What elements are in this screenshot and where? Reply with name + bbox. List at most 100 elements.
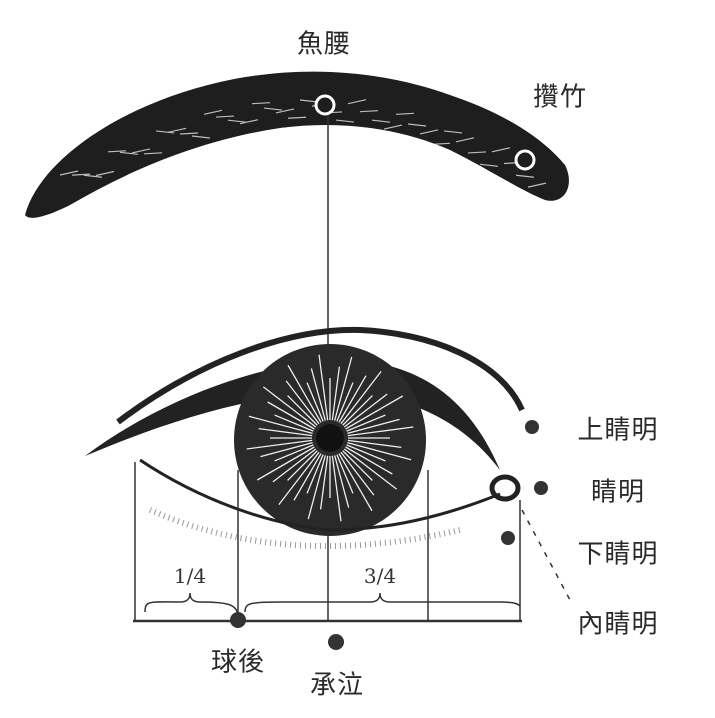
iris-ray [262, 386, 317, 428]
brow-hair [251, 102, 271, 105]
quarter-brace [144, 592, 239, 616]
iris-ray [246, 439, 313, 450]
label-jingming: 睛明 [590, 477, 646, 508]
brow-hair [467, 151, 487, 154]
iris-ray [342, 450, 373, 481]
yuyao-point [314, 94, 336, 116]
iris-ray [342, 395, 373, 426]
brow-hair [191, 135, 211, 139]
brow-hair [95, 170, 115, 177]
iris-ray [336, 382, 354, 422]
brow-hair [59, 170, 79, 176]
label-zanzhu: 攢竹 [532, 82, 588, 113]
brow-hair [455, 137, 475, 143]
brow-hair [347, 99, 367, 105]
brow-hair [527, 182, 547, 188]
brow-hair [239, 119, 259, 125]
iris-ray [278, 451, 320, 506]
iris-ray [334, 455, 350, 508]
iris-ray [272, 448, 317, 483]
iris-ray [267, 401, 315, 430]
iris-ray [338, 375, 367, 423]
brow-hair [299, 99, 319, 103]
brow-hair [479, 163, 499, 167]
brow-hair [431, 142, 451, 145]
brow-hair [359, 110, 379, 113]
brow-hair [155, 130, 175, 134]
brow-hair [407, 123, 427, 127]
iris-ray [346, 444, 386, 462]
iris-ray [287, 395, 318, 426]
iris-ray [319, 455, 329, 510]
iris-ray [293, 453, 322, 501]
iris-ray [331, 366, 341, 421]
iris-ray [306, 382, 324, 422]
iris-ray [274, 414, 314, 432]
label-xia-jingming: 下睛明 [577, 539, 659, 570]
iris-ray [338, 453, 373, 512]
lower-eyelid [139, 458, 501, 532]
brow-hair [263, 107, 283, 111]
iris-ray [340, 451, 375, 496]
xia-jingming-point [501, 531, 515, 545]
brow-hair [335, 119, 355, 123]
brow-hair [383, 124, 403, 130]
brow-hair [491, 147, 511, 153]
iris-ray [347, 418, 400, 434]
chengqi-point [328, 634, 344, 650]
shang-jingming-point [525, 420, 539, 434]
three-quarter-brace [244, 592, 521, 613]
brow-hair [227, 119, 247, 123]
inner-canthus [489, 474, 521, 502]
iris-ray [334, 356, 353, 421]
iris-ray [345, 395, 404, 430]
iris-ray [287, 364, 322, 423]
brow-hair [287, 116, 307, 119]
iris-ray [347, 426, 414, 437]
iris-ray [347, 442, 412, 461]
iris-ray [343, 448, 398, 490]
brow-hair [515, 174, 535, 178]
label-nei-jingming: 內睛明 [577, 609, 659, 640]
label-shang-jingming: 上睛明 [577, 415, 659, 446]
lid-crease [116, 326, 525, 425]
zanzhu-point [514, 149, 536, 171]
measurement-lines [133, 462, 522, 623]
brow-hair [371, 119, 391, 123]
brow-hair [83, 174, 103, 178]
brow-hair [167, 127, 187, 133]
brow-hair [119, 151, 139, 155]
eyebrow [25, 71, 569, 218]
iris-rays [246, 354, 414, 522]
brow-hair [107, 150, 127, 153]
label-qiuhou: 球後 [210, 647, 266, 678]
iris-ray [307, 455, 326, 520]
iris-ray [347, 439, 402, 449]
iris-ray [345, 446, 393, 475]
iris-ray [248, 415, 313, 434]
iris-ray [310, 368, 326, 421]
brow-hair [419, 129, 439, 135]
pupil [316, 424, 344, 452]
nei-jingming-leader [521, 509, 571, 601]
brow-hair [275, 108, 295, 114]
iris-ray [260, 442, 313, 458]
brow-hair [203, 109, 223, 115]
iris-ray [256, 446, 315, 481]
iris-ray [340, 370, 382, 425]
iris-ray [331, 455, 342, 522]
iris-ray [274, 444, 314, 462]
iris-ray [346, 414, 386, 432]
fraction-quarter: 1/4 [173, 564, 207, 588]
qiuhou-point [230, 612, 246, 628]
iris-ray [336, 454, 354, 494]
brow-hair [179, 132, 199, 135]
jingming-point [534, 481, 548, 495]
iris-ray [343, 393, 388, 428]
brow-hair [395, 112, 415, 115]
brow-hair [215, 115, 235, 118]
brow-hair [143, 152, 163, 155]
label-yuyao: 魚腰 [296, 29, 352, 60]
